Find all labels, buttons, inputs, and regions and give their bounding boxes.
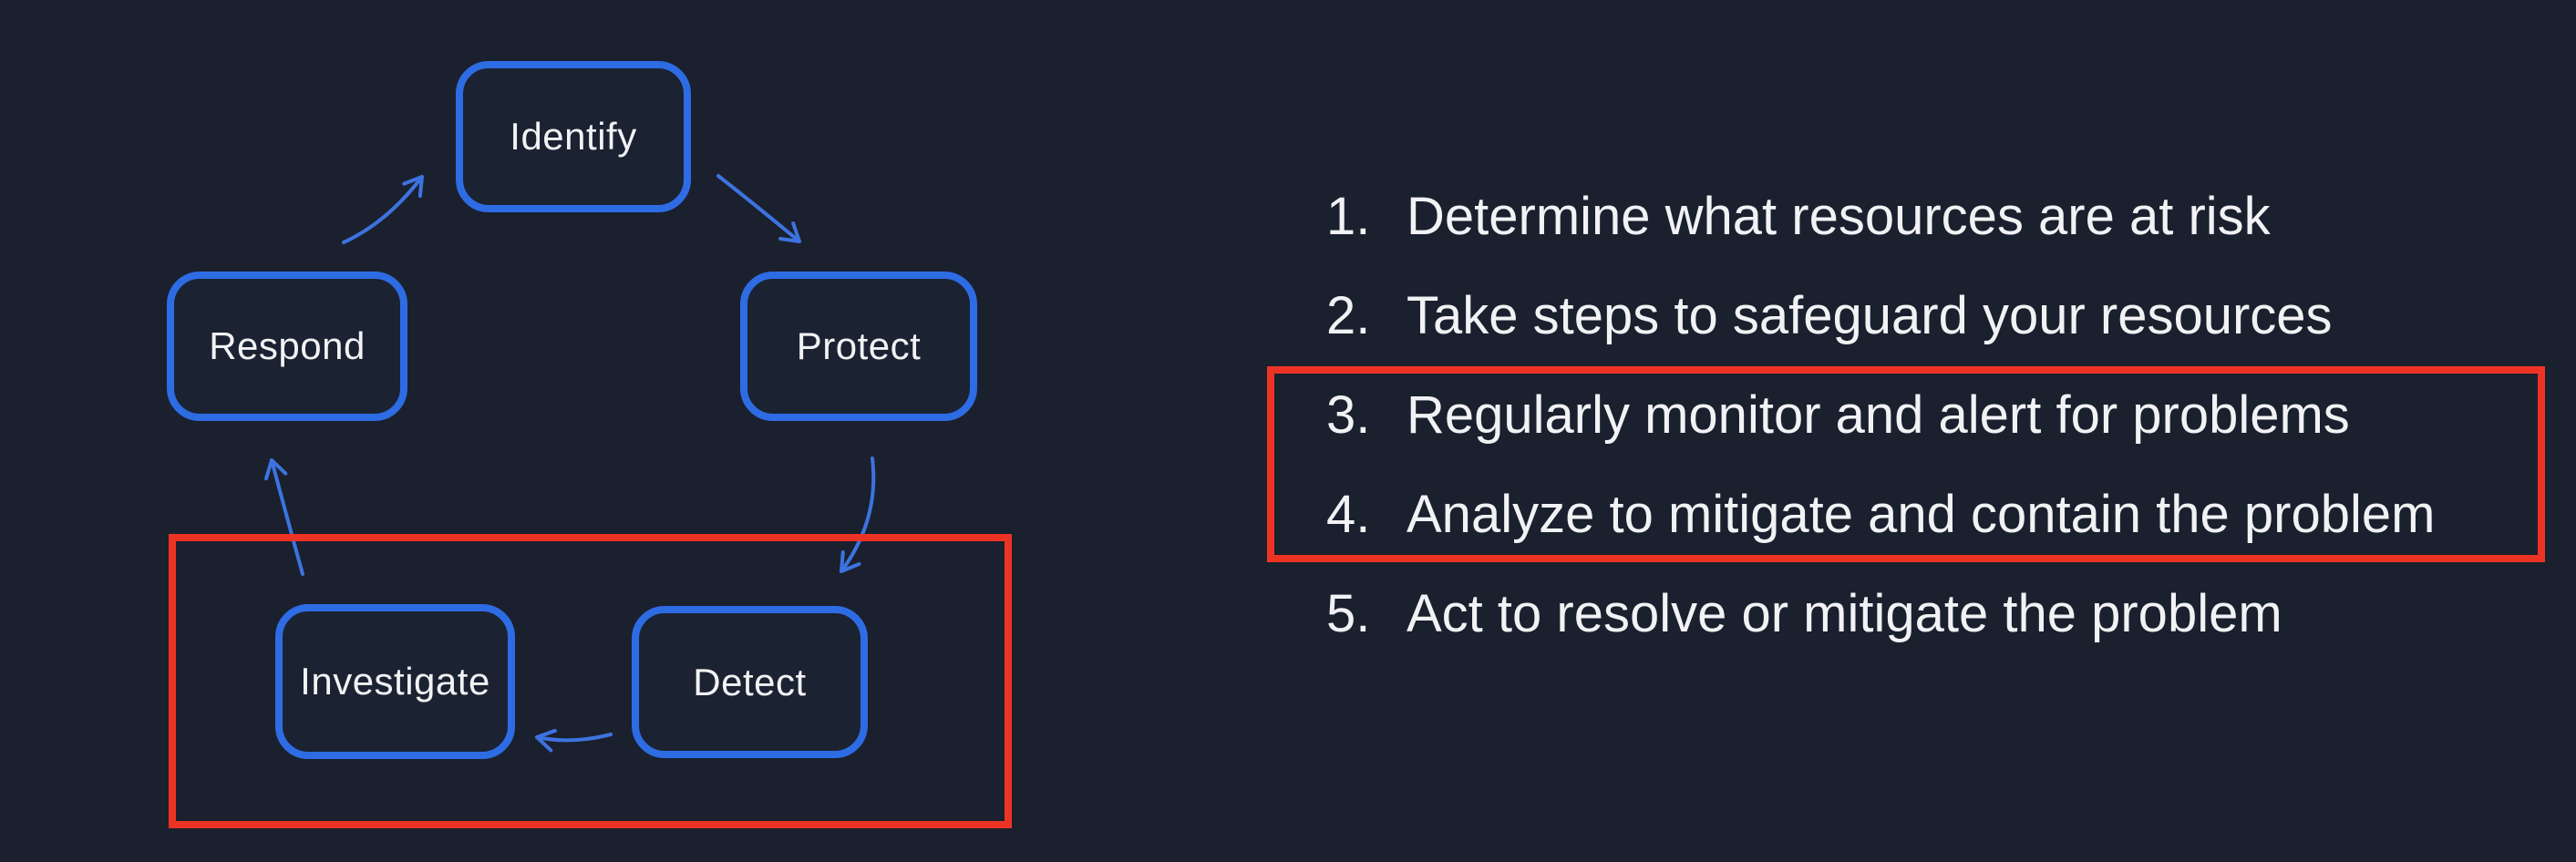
- list-item-4-text: Analyze to mitigate and contain the prob…: [1406, 485, 2436, 544]
- diagram-highlight-rect: [169, 534, 1012, 828]
- node-investigate-label: Investigate: [300, 660, 490, 703]
- node-investigate: Investigate: [275, 604, 515, 759]
- node-identify: Identify: [456, 61, 691, 212]
- node-respond: Respond: [167, 272, 407, 421]
- steps-list: 1. Determine what resources are at risk …: [1326, 167, 2435, 663]
- node-identify-label: Identify: [510, 115, 637, 158]
- list-item-1-text: Determine what resources are at risk: [1406, 187, 2271, 246]
- node-protect-label: Protect: [796, 324, 922, 367]
- list-item-5-number: 5.: [1326, 584, 1371, 643]
- arrow-identify-to-protect: [716, 174, 801, 243]
- arrow-investigate-to-respond: [264, 458, 304, 576]
- list-item-5: 5. Act to resolve or mitigate the proble…: [1326, 564, 2435, 663]
- list-item-1-number: 1.: [1326, 187, 1371, 246]
- arrow-detect-to-investigate: [535, 728, 613, 753]
- node-protect: Protect: [740, 272, 977, 421]
- list-item-3: 3. Regularly monitor and alert for probl…: [1326, 365, 2435, 465]
- node-detect-label: Detect: [693, 660, 807, 703]
- list-item-4-number: 4.: [1326, 485, 1371, 544]
- arrow-respond-to-identify: [342, 175, 424, 244]
- list-item-1: 1. Determine what resources are at risk: [1326, 167, 2435, 266]
- list-item-3-number: 3.: [1326, 385, 1371, 445]
- list-item-2-number: 2.: [1326, 286, 1371, 345]
- node-respond-label: Respond: [209, 324, 366, 367]
- arrow-protect-to-detect: [840, 457, 876, 573]
- node-detect: Detect: [632, 606, 868, 758]
- list-item-2-text: Take steps to safeguard your resources: [1406, 286, 2333, 345]
- list-item-5-text: Act to resolve or mitigate the problem: [1406, 584, 2282, 643]
- list-item-2: 2. Take steps to safeguard your resource…: [1326, 266, 2435, 365]
- list-item-3-text: Regularly monitor and alert for problems: [1406, 385, 2350, 445]
- list-item-4: 4. Analyze to mitigate and contain the p…: [1326, 465, 2435, 564]
- list-highlight-rect: [1267, 366, 2545, 562]
